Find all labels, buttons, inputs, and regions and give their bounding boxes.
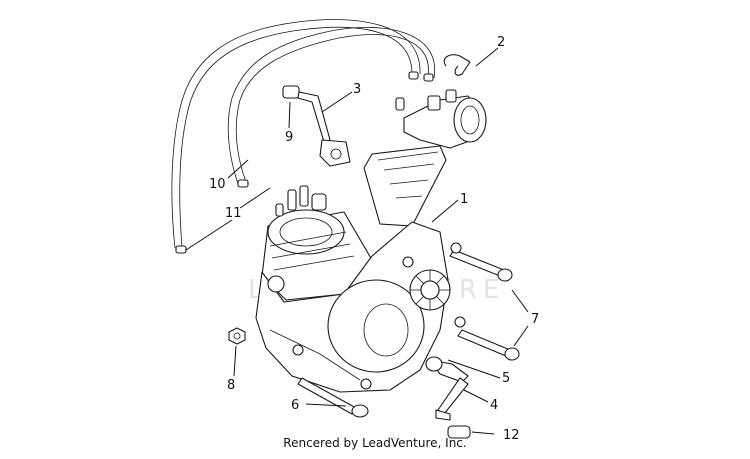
callout-2: 2 bbox=[497, 35, 505, 50]
vent-hoses bbox=[171, 19, 436, 249]
callout-4: 4 bbox=[490, 398, 498, 413]
mounting-bolts bbox=[449, 242, 520, 361]
hose-clamps bbox=[175, 71, 434, 254]
hex-nut bbox=[228, 327, 246, 345]
callout-6: 6 bbox=[291, 398, 299, 413]
callout-labels: 1 2 3 4 5 6 7 8 9 10 11 12 bbox=[209, 35, 539, 443]
callout-8: 8 bbox=[227, 378, 235, 393]
cylinder bbox=[261, 185, 373, 301]
callout-1: 1 bbox=[460, 192, 468, 207]
decompression-lever bbox=[282, 85, 351, 167]
intake-manifold bbox=[363, 145, 447, 227]
render-credit: Rencered by LeadVenture, Inc. bbox=[283, 436, 467, 450]
callout-10: 10 bbox=[209, 177, 226, 192]
spring-clip bbox=[443, 54, 471, 76]
crankcase bbox=[255, 221, 449, 393]
long-bolt bbox=[297, 377, 369, 418]
callout-5: 5 bbox=[502, 371, 510, 386]
callout-11: 11 bbox=[225, 206, 242, 221]
leader-lines bbox=[185, 47, 529, 435]
callout-7: 7 bbox=[531, 312, 539, 327]
callout-3: 3 bbox=[353, 82, 361, 97]
callout-9: 9 bbox=[285, 130, 293, 145]
kick-starter bbox=[425, 356, 471, 439]
sprocket bbox=[409, 269, 451, 311]
carburetor bbox=[395, 89, 487, 149]
callout-12: 12 bbox=[503, 428, 520, 443]
